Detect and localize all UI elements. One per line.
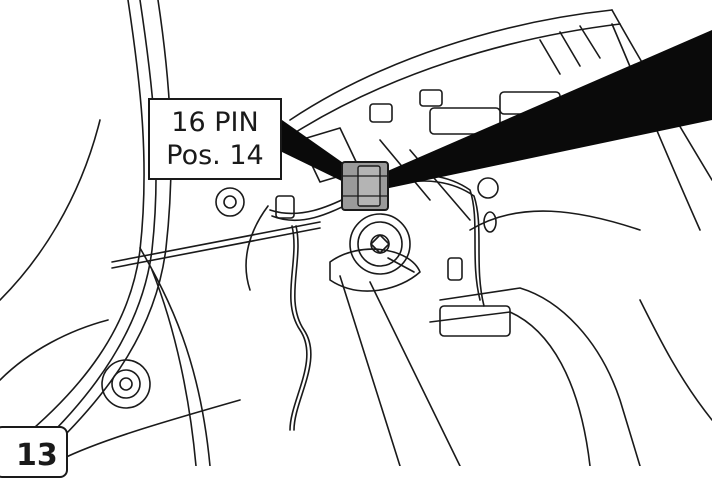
mounting-holes [101,177,499,409]
anchor-bolt [349,213,411,275]
callout-position: Pos. 14 [166,140,264,171]
vehicle-interior-line-drawing [0,0,712,466]
connector-callout-label: 16 PIN Pos. 14 [148,98,282,180]
body-panel-outline [0,0,321,466]
callout-pointer-wedge [376,30,712,190]
wiring-harness [245,174,485,431]
connector-16-pin [341,161,389,211]
step-number: 13 [16,438,58,473]
seat-belt-strap [329,248,461,466]
step-number-badge: 13 [0,426,68,478]
pillar-lower-outline [429,287,712,466]
callout-leader [282,120,356,186]
callout-pin-count: 16 PIN [171,107,259,138]
